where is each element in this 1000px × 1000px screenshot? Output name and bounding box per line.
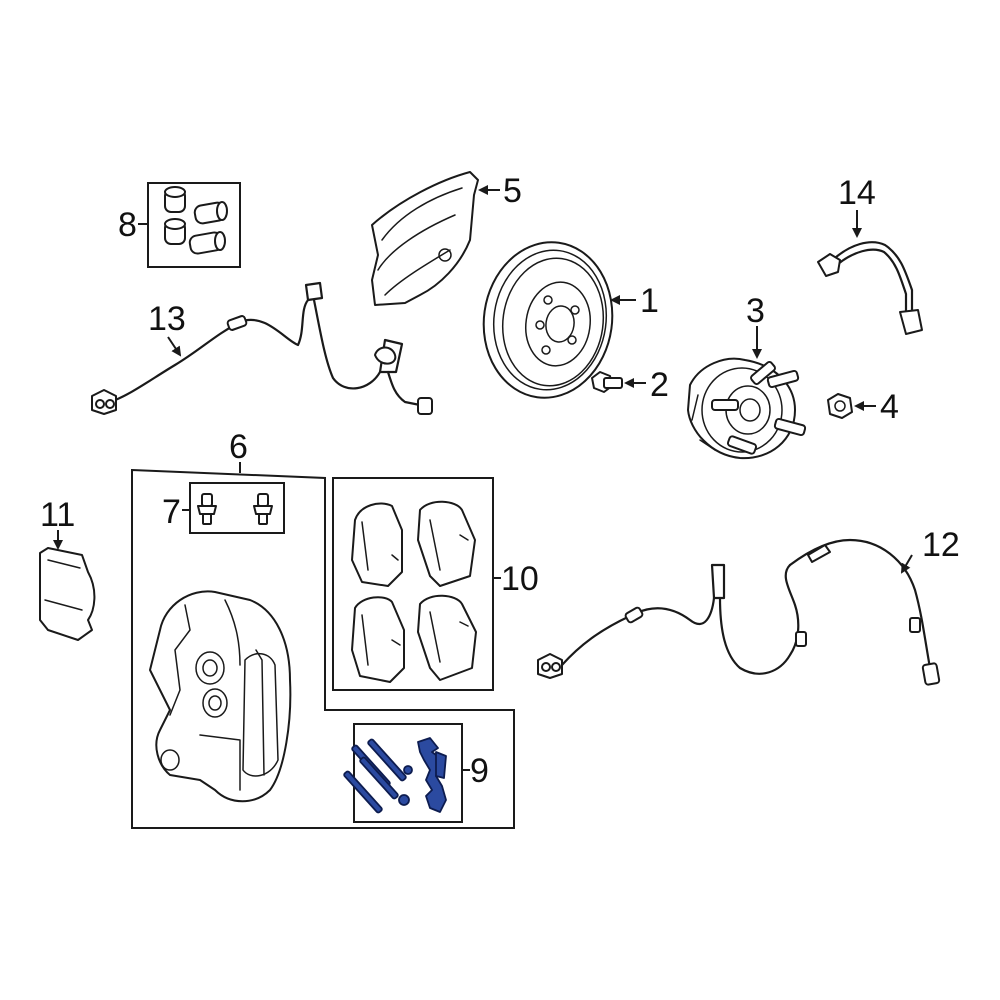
callout-4: 4 [880, 388, 899, 426]
part-5-splash-shield[interactable] [371, 171, 500, 306]
part-9-hardware-kit[interactable] [343, 723, 470, 823]
part-1-brake-rotor[interactable] [474, 234, 636, 406]
part-2-rotor-bolt[interactable] [591, 371, 646, 393]
callout-5: 5 [503, 172, 522, 210]
part-10-brake-pads[interactable] [332, 477, 501, 691]
callout-12: 12 [922, 526, 960, 564]
callout-1: 1 [640, 282, 659, 320]
callout-10: 10 [501, 560, 539, 598]
callout-6: 6 [229, 428, 248, 466]
part-7-bleeder-screws[interactable] [182, 482, 285, 534]
callout-8: 8 [118, 206, 137, 244]
part-14-brake-hose[interactable] [817, 210, 923, 335]
callout-9: 9 [470, 752, 489, 790]
part-13-wear-sensor-harness[interactable] [91, 281, 433, 415]
part-8-guide-bushing-kit[interactable] [138, 182, 241, 268]
callout-14: 14 [838, 174, 876, 212]
part-12-wear-sensor-harness[interactable] [537, 538, 941, 686]
part-3-wheel-hub-bearing[interactable] [687, 326, 807, 460]
callout-2: 2 [650, 366, 669, 404]
part-11-pad-shim[interactable] [39, 530, 96, 641]
callout-7: 7 [162, 493, 181, 531]
callout-13: 13 [148, 300, 186, 338]
callout-11: 11 [40, 496, 75, 534]
callout-3: 3 [746, 292, 765, 330]
part-4-hub-nut[interactable] [827, 393, 876, 419]
part-6-caliper-assembly[interactable] [131, 462, 515, 829]
